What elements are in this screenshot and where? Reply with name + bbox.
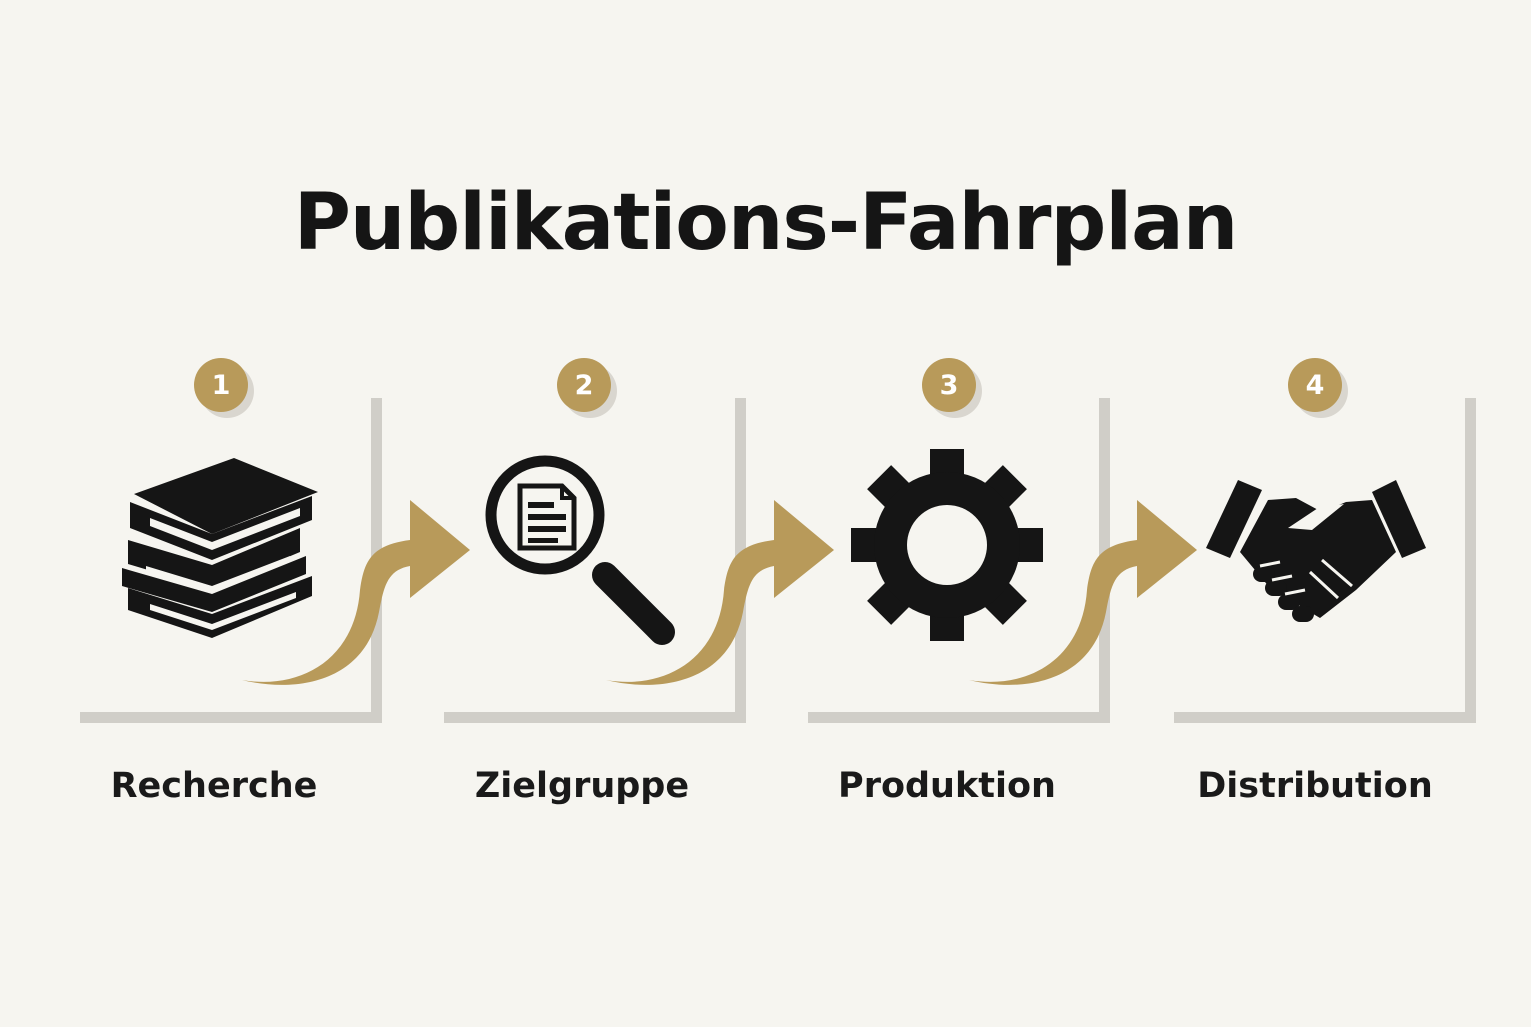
diagram-title: Publikations-Fahrplan bbox=[293, 178, 1239, 268]
step-label-produktion: Produktion bbox=[838, 766, 1056, 806]
frame-2-bottom bbox=[444, 712, 746, 723]
handshake-icon bbox=[1206, 480, 1426, 622]
arrow-2-to-3 bbox=[606, 500, 834, 685]
frame-4-right bbox=[1465, 398, 1476, 723]
magnifier-document-icon bbox=[485, 455, 675, 645]
step-label-recherche: Recherche bbox=[110, 766, 318, 806]
frame-3-bottom bbox=[808, 712, 1110, 723]
step-label-distribution: Distribution bbox=[1197, 766, 1433, 806]
gear-icon bbox=[851, 449, 1043, 641]
step-badge-4: 4 bbox=[1288, 358, 1348, 418]
step-label-zielgruppe: Zielgruppe bbox=[474, 766, 690, 806]
step-number-2: 2 bbox=[575, 370, 594, 401]
step-number-4: 4 bbox=[1306, 370, 1325, 401]
frame-1-bottom bbox=[80, 712, 382, 723]
connector-arrows bbox=[242, 500, 1197, 685]
books-stack-icon bbox=[122, 458, 318, 638]
arrow-3-to-4 bbox=[969, 500, 1197, 685]
step-badge-2: 2 bbox=[557, 358, 617, 418]
frame-4-bottom bbox=[1174, 712, 1476, 723]
step-badge-3: 3 bbox=[922, 358, 982, 418]
step-number-1: 1 bbox=[212, 370, 231, 401]
step-number-3: 3 bbox=[940, 370, 959, 401]
step-badge-1: 1 bbox=[194, 358, 254, 418]
arrow-1-to-2 bbox=[242, 500, 470, 685]
